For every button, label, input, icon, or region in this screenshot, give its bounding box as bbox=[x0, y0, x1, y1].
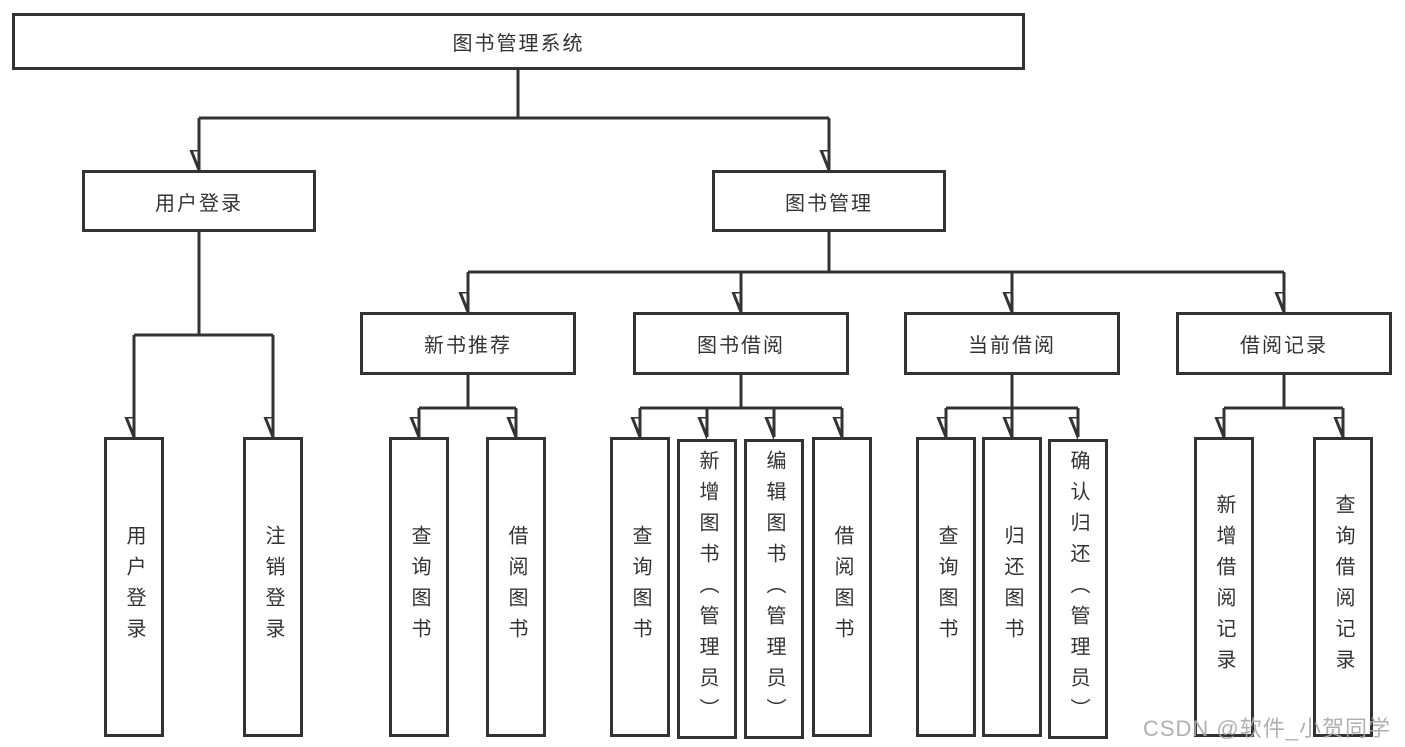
connector-book-borrow-bus bbox=[640, 375, 842, 410]
node-root-system: 图书管理系统 bbox=[12, 13, 1025, 70]
leaf-query-borrow-record: 查询借阅记录 bbox=[1313, 437, 1373, 737]
node-borrow-records: 借阅记录 bbox=[1176, 312, 1392, 375]
node-borrow-records-label: 借阅记录 bbox=[1240, 335, 1328, 357]
leaf-query-borrow-record-label: 查询借阅记录 bbox=[1332, 494, 1354, 680]
leaf-borrow-books-1: 借阅图书 bbox=[486, 437, 546, 737]
connector-new-book-rec-bus bbox=[419, 375, 516, 410]
leaf-add-borrow-record: 新增借阅记录 bbox=[1194, 437, 1254, 737]
leaf-add-books-admin-label: 新增图书（管理员） bbox=[696, 449, 718, 729]
leaf-edit-books-admin-label: 编辑图书（管理员） bbox=[763, 449, 785, 729]
node-current-borrow-label: 当前借阅 bbox=[968, 335, 1056, 357]
leaf-return-books-label: 归还图书 bbox=[1001, 525, 1023, 649]
node-book-borrow: 图书借阅 bbox=[633, 312, 849, 375]
leaf-add-borrow-record-label: 新增借阅记录 bbox=[1213, 494, 1235, 680]
csdn-watermark: CSDN @软件_小贺同学 bbox=[1142, 716, 1391, 741]
node-user-login: 用户登录 bbox=[82, 170, 316, 232]
node-current-borrow: 当前借阅 bbox=[904, 312, 1120, 375]
leaf-query-books-3: 查询图书 bbox=[916, 437, 976, 737]
leaf-borrow-books-2: 借阅图书 bbox=[812, 437, 872, 737]
connector-book-mgmt-bus bbox=[468, 232, 1284, 274]
leaf-logout: 注销登录 bbox=[243, 437, 303, 737]
node-user-login-label: 用户登录 bbox=[155, 192, 243, 215]
leaf-query-books-3-label: 查询图书 bbox=[935, 525, 957, 649]
leaf-query-books-2: 查询图书 bbox=[610, 437, 670, 737]
leaf-edit-books-admin: 编辑图书（管理员） bbox=[744, 439, 804, 739]
connector-borrow-records-bus bbox=[1224, 375, 1343, 410]
leaf-query-books-1: 查询图书 bbox=[389, 437, 449, 737]
leaf-borrow-books-2-label: 借阅图书 bbox=[831, 525, 853, 649]
leaf-return-books: 归还图书 bbox=[982, 437, 1042, 737]
leaf-user-login-label: 用户登录 bbox=[123, 525, 145, 649]
leaf-query-books-1-label: 查询图书 bbox=[408, 525, 430, 649]
leaf-confirm-return-admin-label: 确认归还（管理员） bbox=[1067, 449, 1089, 729]
node-book-mgmt-label: 图书管理 bbox=[785, 192, 873, 215]
connector-root-bus bbox=[199, 69, 829, 120]
leaf-query-books-2-label: 查询图书 bbox=[629, 525, 651, 649]
node-new-book-rec-label: 新书推荐 bbox=[424, 335, 512, 357]
leaf-borrow-books-1-label: 借阅图书 bbox=[505, 525, 527, 649]
leaf-add-books-admin: 新增图书（管理员） bbox=[677, 439, 737, 739]
node-new-book-rec: 新书推荐 bbox=[360, 312, 576, 375]
leaf-confirm-return-admin: 确认归还（管理员） bbox=[1048, 439, 1108, 739]
connector-current-borrow-bus bbox=[946, 375, 1078, 410]
leaf-logout-label: 注销登录 bbox=[262, 525, 284, 649]
connector-user-login-bus bbox=[134, 232, 273, 337]
node-book-borrow-label: 图书借阅 bbox=[697, 335, 785, 357]
leaf-user-login: 用户登录 bbox=[104, 437, 164, 737]
node-root-label: 图书管理系统 bbox=[452, 33, 585, 55]
node-book-mgmt: 图书管理 bbox=[712, 170, 946, 232]
